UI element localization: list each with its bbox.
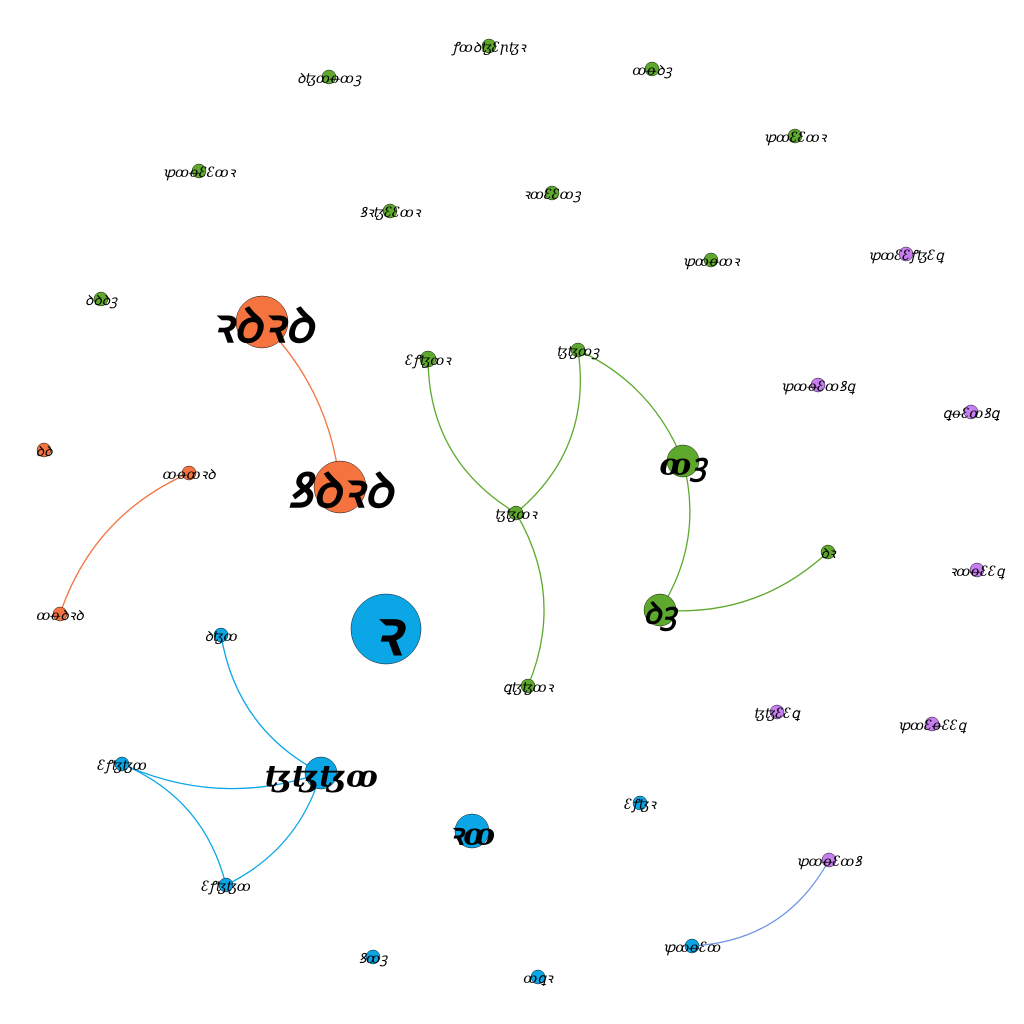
node-label-n32: ꜫꝭꜩꜩꝏ bbox=[96, 758, 147, 774]
node-label-n10: ꜫꝭꜩꝏꝛ bbox=[404, 353, 452, 369]
node-n6[interactable] bbox=[544, 185, 560, 201]
node-n1[interactable] bbox=[481, 38, 497, 54]
node-n25[interactable] bbox=[313, 460, 367, 514]
node-n36[interactable] bbox=[684, 938, 700, 954]
node-label-n31: ꜩꜩꜩꝏ bbox=[264, 760, 378, 795]
node-n8[interactable] bbox=[703, 252, 719, 268]
node-n21[interactable] bbox=[769, 704, 785, 720]
node-n18[interactable] bbox=[810, 377, 826, 393]
edge-n31-n33 bbox=[225, 772, 322, 886]
node-label-n11: ꜩꜩꝏꝫ bbox=[557, 344, 600, 360]
node-label-n2: ꝺꜩꝏꝋꝏꝫ bbox=[297, 71, 362, 87]
node-n27[interactable] bbox=[181, 465, 197, 481]
node-n24[interactable] bbox=[235, 295, 289, 349]
node-n16[interactable] bbox=[520, 678, 536, 694]
node-label-n8: ꝕꝏꝋꝏꝛ bbox=[683, 254, 741, 270]
node-n10[interactable] bbox=[419, 350, 437, 368]
node-label-n18: ꝕꝏꝋꜫꝏꝸꝗ bbox=[781, 379, 856, 395]
node-n35[interactable] bbox=[632, 795, 648, 811]
node-n5[interactable] bbox=[191, 163, 207, 179]
node-n38[interactable] bbox=[530, 969, 546, 985]
edge-n11-n12 bbox=[577, 349, 684, 462]
node-n32[interactable] bbox=[114, 756, 130, 772]
node-n9[interactable] bbox=[93, 291, 109, 307]
node-label-n13: ꜩꜩꝏꝛ bbox=[495, 507, 538, 523]
node-n7[interactable] bbox=[382, 203, 398, 219]
node-n17[interactable] bbox=[898, 246, 914, 262]
node-label-n29: ꝛ bbox=[371, 596, 407, 671]
edge-n32-n33 bbox=[121, 763, 227, 886]
node-label-n4: ꝕꝏꜫꜫꝏꝛ bbox=[764, 130, 828, 146]
node-label-n20: ꝛꝏꝋꜫꜫꝗ bbox=[950, 564, 1006, 580]
edge-n27-n28 bbox=[59, 472, 190, 615]
node-label-n27: ꝏꝋꝏꝛꝺ bbox=[163, 467, 217, 483]
node-label-n19: ꝗꝋꜫꝏꝸꝗ bbox=[943, 406, 1001, 422]
node-label-n36: ꝕꝏꝋꜫꝏ bbox=[663, 940, 721, 956]
node-n37[interactable] bbox=[365, 949, 381, 965]
node-n14[interactable] bbox=[820, 544, 836, 560]
node-label-n24: ꝛꝺꝛꝺ bbox=[210, 298, 315, 354]
node-label-n22: ꝕꝏꜫꝋꜫꜫꝗ bbox=[898, 718, 968, 734]
labels-layer: ꝭꝏꝺꜩꜫꞃꜩꝛ ꝺꜩꝏꝋꝏꝫ ꝏꝋꝺꝫ ꝕꝏꜫꜫꝏꝛ ꝕꝏꝋꜫꜫꝏꝛ ꝛꝏꜫꜫꝏꝫ ꝸꝛꜩ… bbox=[36, 40, 1006, 987]
node-label-n30: ꝺꜩꝏ bbox=[205, 629, 238, 645]
node-n15[interactable] bbox=[643, 593, 677, 627]
node-n2[interactable] bbox=[321, 69, 337, 85]
node-label-n33: ꜫꝭꜩꜩꝏ bbox=[200, 879, 251, 895]
node-label-n38: ꝏꝗꝛ bbox=[523, 971, 554, 987]
node-n20[interactable] bbox=[969, 562, 985, 578]
node-label-n17: ꝕꝏꜫꜫꝭꜩꜫꝗ bbox=[868, 248, 945, 264]
node-n30[interactable] bbox=[213, 627, 229, 643]
node-label-n3: ꝏꝋꝺꝫ bbox=[632, 63, 672, 79]
node-n11[interactable] bbox=[570, 342, 586, 358]
node-label-n7: ꝸꝛꜩꜫꜫꝏꝛ bbox=[360, 205, 422, 221]
node-label-n37: ꝸꝏꝫ bbox=[359, 951, 388, 967]
node-label-n34: ꝛꝏ bbox=[449, 818, 495, 853]
edge-n30-n31 bbox=[220, 634, 322, 774]
node-n13[interactable] bbox=[508, 505, 524, 521]
node-label-n21: ꜩꜩꜫꜫꝗ bbox=[754, 706, 801, 722]
node-n22[interactable] bbox=[924, 716, 940, 732]
node-label-n25: ꝸꝺꝛꝺ bbox=[287, 463, 395, 519]
node-label-n6: ꝛꝏꜫꜫꝏꝫ bbox=[523, 187, 581, 203]
edge-n32-n31 bbox=[121, 763, 322, 790]
node-label-n15: ꝺꝫ bbox=[643, 597, 679, 632]
node-label-n23: ꝕꝏꝋꜫꝏꝸ bbox=[796, 854, 863, 870]
node-label-n16: ꝗꜩꜩꝏꝛ bbox=[503, 680, 555, 696]
node-label-n35: ꜫꝭꜩꝛ bbox=[623, 797, 657, 813]
node-n28[interactable] bbox=[52, 606, 68, 622]
edge-n11-n13 bbox=[515, 349, 581, 514]
edge-n12-n15 bbox=[659, 460, 691, 611]
node-n34[interactable] bbox=[454, 813, 490, 849]
node-n19[interactable] bbox=[963, 404, 979, 420]
node-label-n5: ꝕꝏꝋꜫꜫꝏꝛ bbox=[163, 165, 237, 181]
nodes-layer bbox=[36, 38, 985, 985]
edge-n13-n16 bbox=[515, 512, 545, 687]
edges-layer bbox=[59, 321, 830, 947]
edge-n36-n23 bbox=[691, 859, 830, 947]
edge-n10-n13 bbox=[427, 358, 517, 514]
node-label-n9: ꝺꝺꝺꝫ bbox=[85, 293, 118, 309]
node-n3[interactable] bbox=[644, 61, 660, 77]
node-n23[interactable] bbox=[821, 852, 837, 868]
node-n31[interactable] bbox=[304, 756, 338, 790]
node-label-n1: ꝭꝏꝺꜩꜫꞃꜩꝛ bbox=[450, 40, 527, 56]
node-n29[interactable] bbox=[350, 593, 422, 665]
edge-n15-n14 bbox=[659, 551, 829, 612]
node-n12[interactable] bbox=[666, 444, 700, 478]
node-n26[interactable] bbox=[36, 442, 52, 458]
node-label-n28: ꝏꝋꝺꝛꝺ bbox=[36, 608, 84, 624]
node-n4[interactable] bbox=[787, 128, 803, 144]
node-n33[interactable] bbox=[218, 877, 234, 893]
node-label-n12: ꝏꝫ bbox=[659, 448, 709, 483]
node-label-n14: ꝺꝛ bbox=[820, 546, 836, 562]
node-label-n26: ꝺꝺ bbox=[36, 444, 53, 460]
